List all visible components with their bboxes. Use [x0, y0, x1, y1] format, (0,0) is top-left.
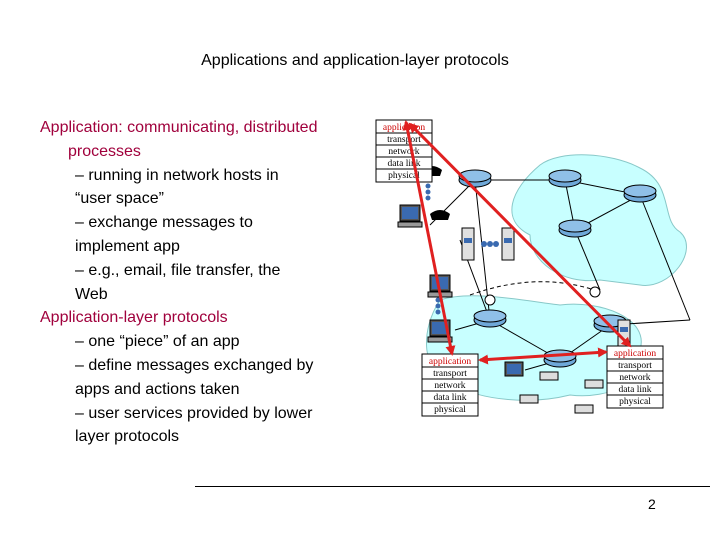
- sub-bullet-one-piece: – one “piece” of an app: [75, 333, 240, 351]
- protocol-stack-top: application transport network data link …: [375, 119, 433, 183]
- computer-icon: [504, 361, 524, 377]
- layer-label: network: [619, 373, 650, 383]
- arrow-left-to-right: [478, 347, 608, 365]
- sub-bullet-define-messages: – define messages exchanged by apps and …: [75, 356, 314, 398]
- layer-label: application: [429, 357, 471, 367]
- computer-icon: [397, 204, 423, 228]
- router-icon: [558, 219, 592, 238]
- arrow-top-to-right: [408, 122, 632, 348]
- router-icon: [548, 169, 582, 188]
- router-icon: [543, 349, 577, 368]
- sub-bullet-exchange-messages: – exchange messages to implement app: [75, 214, 253, 255]
- router-icon: [623, 184, 657, 203]
- layer-label: network: [434, 381, 465, 391]
- layer-label: transport: [618, 361, 652, 371]
- bullet-app-layer-protocols: Application-layer protocols: [40, 309, 228, 327]
- server-rack-icon: [461, 227, 515, 261]
- application-arrows: [402, 120, 632, 365]
- network-cloud-top: [511, 154, 687, 286]
- layer-label: application: [614, 349, 656, 359]
- protocol-stack-bottom-left: application transport network data link …: [421, 353, 479, 417]
- slide-title: Applications and application-layer proto…: [201, 52, 509, 69]
- layer-label: data link: [434, 393, 467, 403]
- layer-label: physical: [619, 397, 651, 407]
- sub-bullet-network-hosts: – running in network hosts in “user spac…: [75, 166, 279, 208]
- layer-label: physical: [434, 405, 466, 415]
- layer-label: transport: [433, 369, 467, 379]
- layer-label: transport: [387, 135, 421, 145]
- telephone-icon: [430, 210, 450, 220]
- bullet-application: Application: communicating, distributed …: [40, 119, 318, 160]
- layer-label: network: [388, 147, 419, 157]
- bullet-list: Application: communicating, distributed …: [40, 116, 370, 449]
- page-number: 2: [648, 496, 656, 512]
- sub-bullet-examples: – e.g., email, file transfer, the Web: [75, 261, 281, 303]
- sub-bullet-user-services: – user services provided by lower layer …: [75, 404, 313, 446]
- layer-label: data link: [619, 385, 652, 395]
- footer-rule: [195, 486, 710, 487]
- wireless-laptop-icon: [519, 371, 604, 414]
- protocol-stack-bottom-right: application transport network data link …: [606, 345, 664, 409]
- router-icon: [473, 309, 507, 328]
